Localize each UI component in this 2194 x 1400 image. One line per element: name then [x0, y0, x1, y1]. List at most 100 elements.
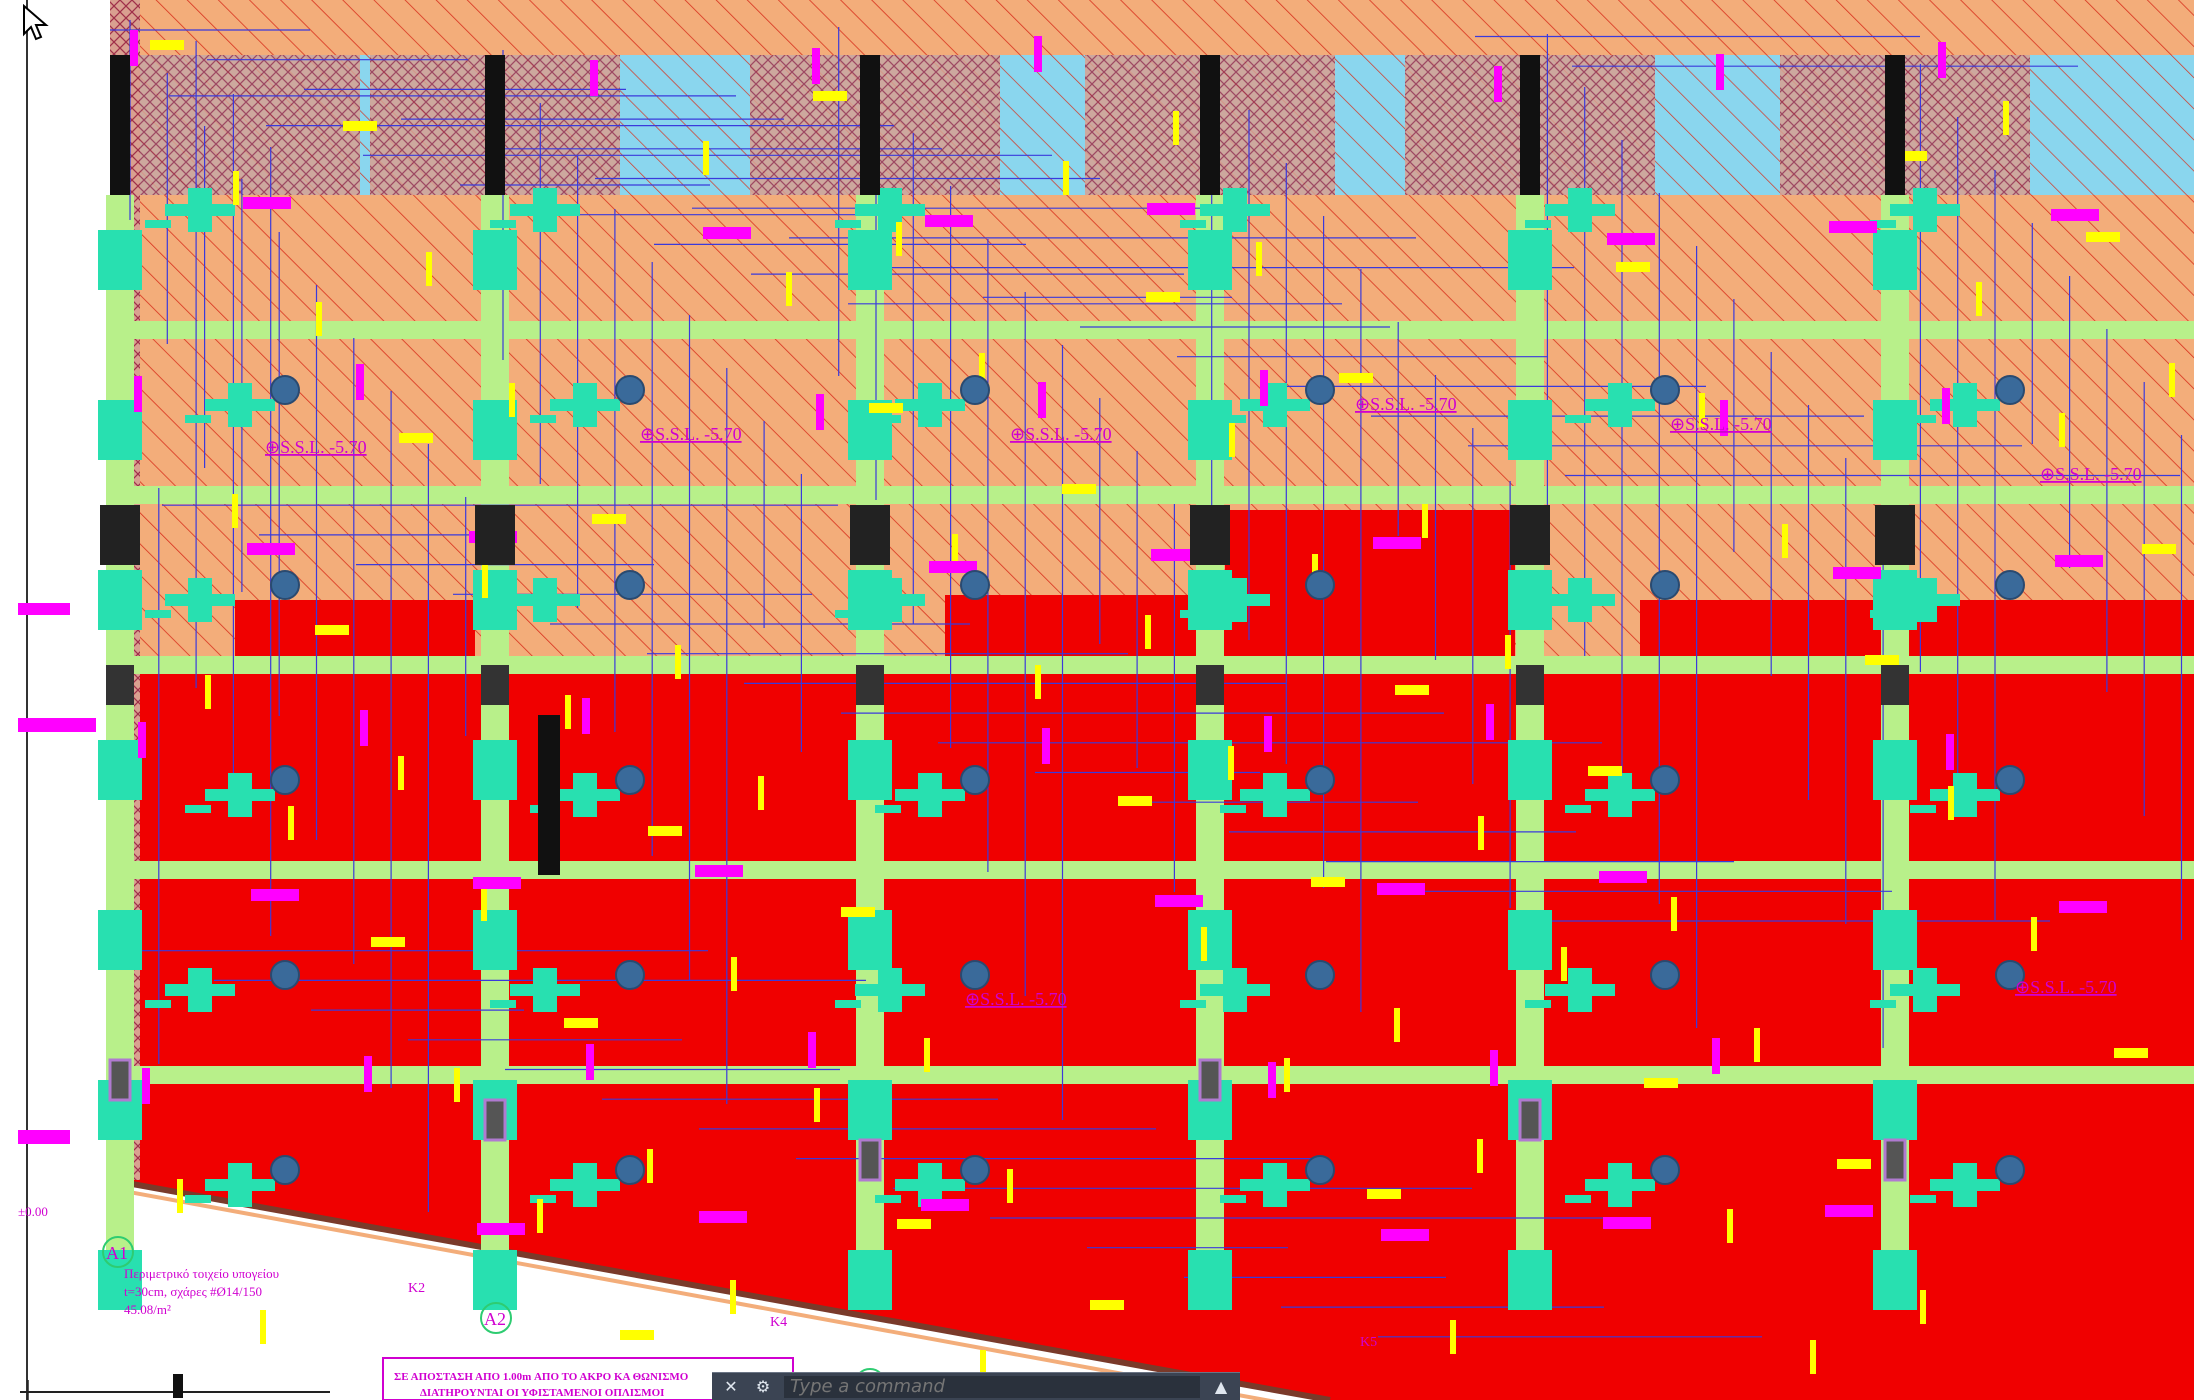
magenta-tag: [929, 561, 977, 573]
yellow-dimension: [1201, 927, 1207, 961]
level-label: ⊕S.S.L. -5.70: [1010, 424, 1112, 444]
magenta-tag: [1155, 895, 1203, 907]
yellow-dimension: [1146, 292, 1180, 302]
drain-circle: [1995, 570, 2025, 600]
magenta-tag: [1260, 370, 1268, 406]
magenta-tag: [473, 877, 521, 889]
yellow-dimension: [150, 40, 184, 50]
rebar-cluster: [533, 578, 557, 622]
tag-k5: K5: [1360, 1335, 1377, 1350]
yellow-dimension: [1062, 484, 1096, 494]
yellow-dimension: [1090, 1300, 1124, 1310]
rebar-cluster: [835, 1000, 861, 1008]
yellow-dimension: [1505, 635, 1511, 669]
rebar-cluster: [145, 610, 171, 618]
yellow-dimension: [177, 1179, 183, 1213]
yellow-dimension: [2114, 1048, 2148, 1058]
drain-circle: [1650, 375, 1680, 405]
column-rebar: [98, 230, 142, 290]
column-rebar: [1188, 570, 1232, 630]
column-head: [106, 665, 134, 705]
drain-circle: [1650, 570, 1680, 600]
svg-text:A1: A1: [106, 1243, 128, 1263]
yellow-dimension: [1948, 786, 1954, 820]
yellow-dimension: [1173, 111, 1179, 145]
svg-text:Περιμετρικό τοιχείο υπογείου: Περιμετρικό τοιχείο υπογείου: [124, 1266, 279, 1281]
close-icon[interactable]: ✕: [724, 1377, 738, 1396]
rebar-cluster: [185, 1195, 211, 1203]
rebar-cluster: [875, 805, 901, 813]
rebar-cluster: [145, 1000, 171, 1008]
magenta-tag: [1607, 233, 1655, 245]
rebar-cluster: [1223, 968, 1247, 1012]
tag-k2: K2: [408, 1281, 425, 1296]
column-rebar: [473, 740, 517, 800]
magenta-tag: [1833, 567, 1881, 579]
rebar-cluster: [1525, 1000, 1551, 1008]
customize-settings-icon[interactable]: ⚙: [755, 1377, 771, 1396]
rebar-cluster: [1870, 220, 1896, 228]
rebar-cluster: [1608, 383, 1632, 427]
yellow-dimension: [952, 534, 958, 568]
column-rebar: [98, 910, 142, 970]
command-history-icon[interactable]: ▲: [1214, 1377, 1228, 1396]
column-post: [1200, 55, 1220, 195]
yellow-dimension: [1229, 423, 1235, 457]
column-rebar: [1873, 400, 1917, 460]
command-input[interactable]: [784, 1375, 1200, 1398]
magenta-tag: [1603, 1217, 1651, 1229]
column-rebar: [1188, 740, 1232, 800]
magenta-tag: [582, 698, 590, 734]
yellow-dimension: [1367, 1189, 1401, 1199]
drain-circle: [1995, 375, 2025, 405]
yellow-dimension: [1616, 262, 1650, 272]
black-element: [538, 715, 560, 875]
yellow-dimension: [814, 1088, 820, 1122]
yellow-dimension: [260, 1310, 266, 1344]
magenta-tag: [703, 227, 751, 239]
magenta-tag: [251, 889, 299, 901]
magenta-tag: [247, 543, 295, 555]
yellow-dimension: [1976, 282, 1982, 316]
yellow-dimension: [565, 695, 571, 729]
rebar-cluster: [573, 383, 597, 427]
magenta-tag: [1938, 42, 1946, 78]
magenta-tag: [1381, 1229, 1429, 1241]
rebar-cluster: [1220, 415, 1246, 423]
rebar-cluster: [1913, 188, 1937, 232]
rebar-cluster: [185, 415, 211, 423]
svg-text:A2: A2: [484, 1309, 506, 1329]
column-post: [110, 55, 130, 195]
column-rebar: [848, 1250, 892, 1310]
rebar-cluster: [1565, 415, 1591, 423]
yellow-dimension: [980, 1350, 986, 1384]
svg-text:t=30cm, σχάρες #Ø14/150: t=30cm, σχάρες #Ø14/150: [124, 1284, 262, 1299]
yellow-dimension: [2059, 413, 2065, 447]
yellow-dimension: [232, 494, 238, 528]
magenta-tag: [18, 603, 70, 615]
column-head: [100, 505, 140, 565]
yellow-dimension: [482, 564, 488, 598]
rebar-cluster: [188, 968, 212, 1012]
rebar-cluster: [1953, 773, 1977, 817]
yellow-dimension: [1865, 655, 1899, 665]
magenta-tag: [1147, 203, 1195, 215]
drain-circle: [960, 765, 990, 795]
yellow-dimension: [2086, 232, 2120, 242]
yellow-dimension: [786, 272, 792, 306]
wall-note: Περιμετρικό τοιχείο υπογείου t=30cm, σχά…: [124, 1266, 279, 1317]
yellow-dimension: [2031, 917, 2037, 951]
magenta-tag: [1377, 883, 1425, 895]
svg-text:ΣΕ ΑΠΟΣΤΑΣΗ ΑΠΟ 1.00m ΑΠΟ ΤΟ Α: ΣΕ ΑΠΟΣΤΑΣΗ ΑΠΟ 1.00m ΑΠΟ ΤΟ ΑΚΡΟ ΚΑ ΘΩΝ…: [394, 1371, 689, 1383]
column-rebar: [473, 570, 517, 630]
yellow-dimension: [316, 302, 322, 336]
magenta-tag: [1720, 400, 1728, 436]
rebar-cluster: [1953, 383, 1977, 427]
yellow-dimension: [1671, 897, 1677, 931]
rebar-cluster: [573, 1163, 597, 1207]
magenta-tag: [1486, 704, 1494, 740]
drain-circle: [960, 1155, 990, 1185]
drain-circle: [615, 765, 645, 795]
rebar-cluster: [228, 773, 252, 817]
